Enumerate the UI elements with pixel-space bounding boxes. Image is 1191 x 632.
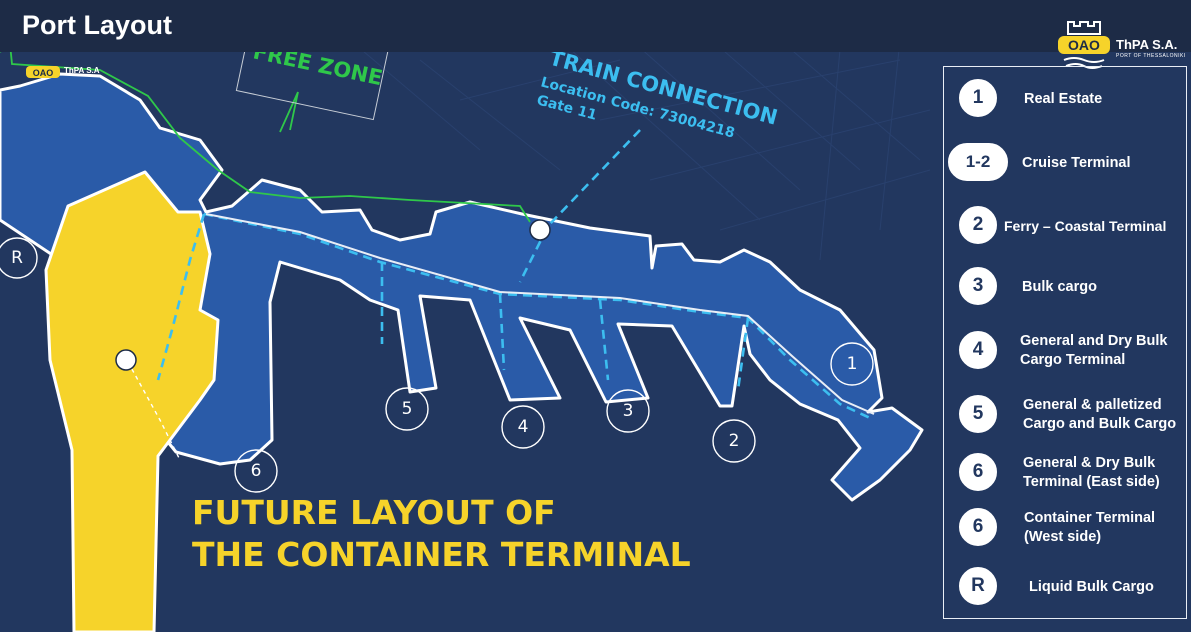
legend-label: Liquid Bulk Cargo (1029, 578, 1154, 595)
city-street-grid (349, 29, 931, 261)
legend-label: Cruise Terminal (1022, 154, 1131, 171)
legend-badge: 1 (959, 79, 997, 117)
brand-subtitle: PORT OF THESSALONIKI (1116, 53, 1186, 59)
legend-badge: 6 (959, 453, 997, 491)
rail-track-outline (205, 213, 875, 415)
legend-panel: 1 Real Estate 1-2 Cruise Terminal 2 Ferr… (943, 66, 1187, 619)
yellow-zone-pointer (127, 361, 181, 461)
svg-text:2: 2 (729, 431, 740, 451)
svg-text:4: 4 (518, 417, 529, 437)
legend-label: Bulk cargo (1022, 278, 1097, 295)
legend-badge: 4 (959, 331, 997, 369)
legend-badge: 2 (959, 206, 997, 244)
svg-text:3: 3 (623, 401, 634, 421)
legend-badge: 5 (959, 395, 997, 433)
map-marker-5: 5 (385, 387, 429, 431)
page-title: Port Layout (22, 10, 173, 40)
thpa-logo-icon: OAO (1058, 21, 1110, 69)
svg-text:1: 1 (847, 354, 858, 374)
thpa-logo-icon: OAO (26, 66, 60, 78)
map-marker-1: 1 (830, 342, 874, 386)
svg-text:OAO: OAO (1068, 37, 1100, 53)
legend-badge: R (959, 567, 997, 605)
yellow-zone-node (115, 349, 137, 371)
legend-badge: 6 (959, 508, 997, 546)
brand-logo: OAO ThPA S.A. PORT OF THESSALONIKI (1054, 16, 1189, 76)
map-marker-4: 4 (501, 405, 545, 449)
brand-name: ThPA S.A. (1116, 37, 1178, 52)
legend-badge: 3 (959, 267, 997, 305)
container-terminal-zone (44, 170, 220, 632)
free-zone-pointer (279, 91, 299, 133)
svg-text:5: 5 (402, 399, 413, 419)
legend-item: 1-2 Cruise Terminal (944, 143, 1188, 183)
legend-label: Ferry – Coastal Terminal (1004, 217, 1167, 234)
map-marker-2: 2 (712, 419, 756, 463)
legend-badge: 1-2 (948, 143, 1008, 181)
map-logo-text: ThPA S.A (64, 66, 100, 75)
title-bar: Port Layout (0, 0, 1191, 52)
map-logo: OAO ThPA S.A (24, 60, 114, 84)
train-connection-node (529, 219, 551, 241)
map-marker-3: 3 (606, 389, 650, 433)
rail-network (156, 129, 871, 420)
svg-text:R: R (11, 248, 23, 268)
future-layout-line1: FUTURE LAYOUT OF (192, 493, 556, 532)
legend-item: R Liquid Bulk Cargo (944, 567, 1188, 607)
legend-item: 2 Ferry – Coastal Terminal (944, 206, 1188, 246)
free-zone-boundary (0, 42, 531, 223)
map-marker-6: 6 (234, 449, 278, 493)
legend-item: 1 Real Estate (944, 79, 1188, 119)
legend-item: 3 Bulk cargo (944, 267, 1188, 307)
legend-label: Container Terminal(West side) (1024, 510, 1156, 545)
legend-item: 6 Container Terminal(West side) (944, 508, 1188, 548)
svg-text:6: 6 (251, 461, 262, 481)
map-marker-R: R (0, 237, 38, 279)
legend-label: Real Estate (1024, 90, 1103, 107)
svg-text:OAO: OAO (33, 68, 54, 78)
future-layout-line2: THE CONTAINER TERMINAL (192, 535, 691, 574)
